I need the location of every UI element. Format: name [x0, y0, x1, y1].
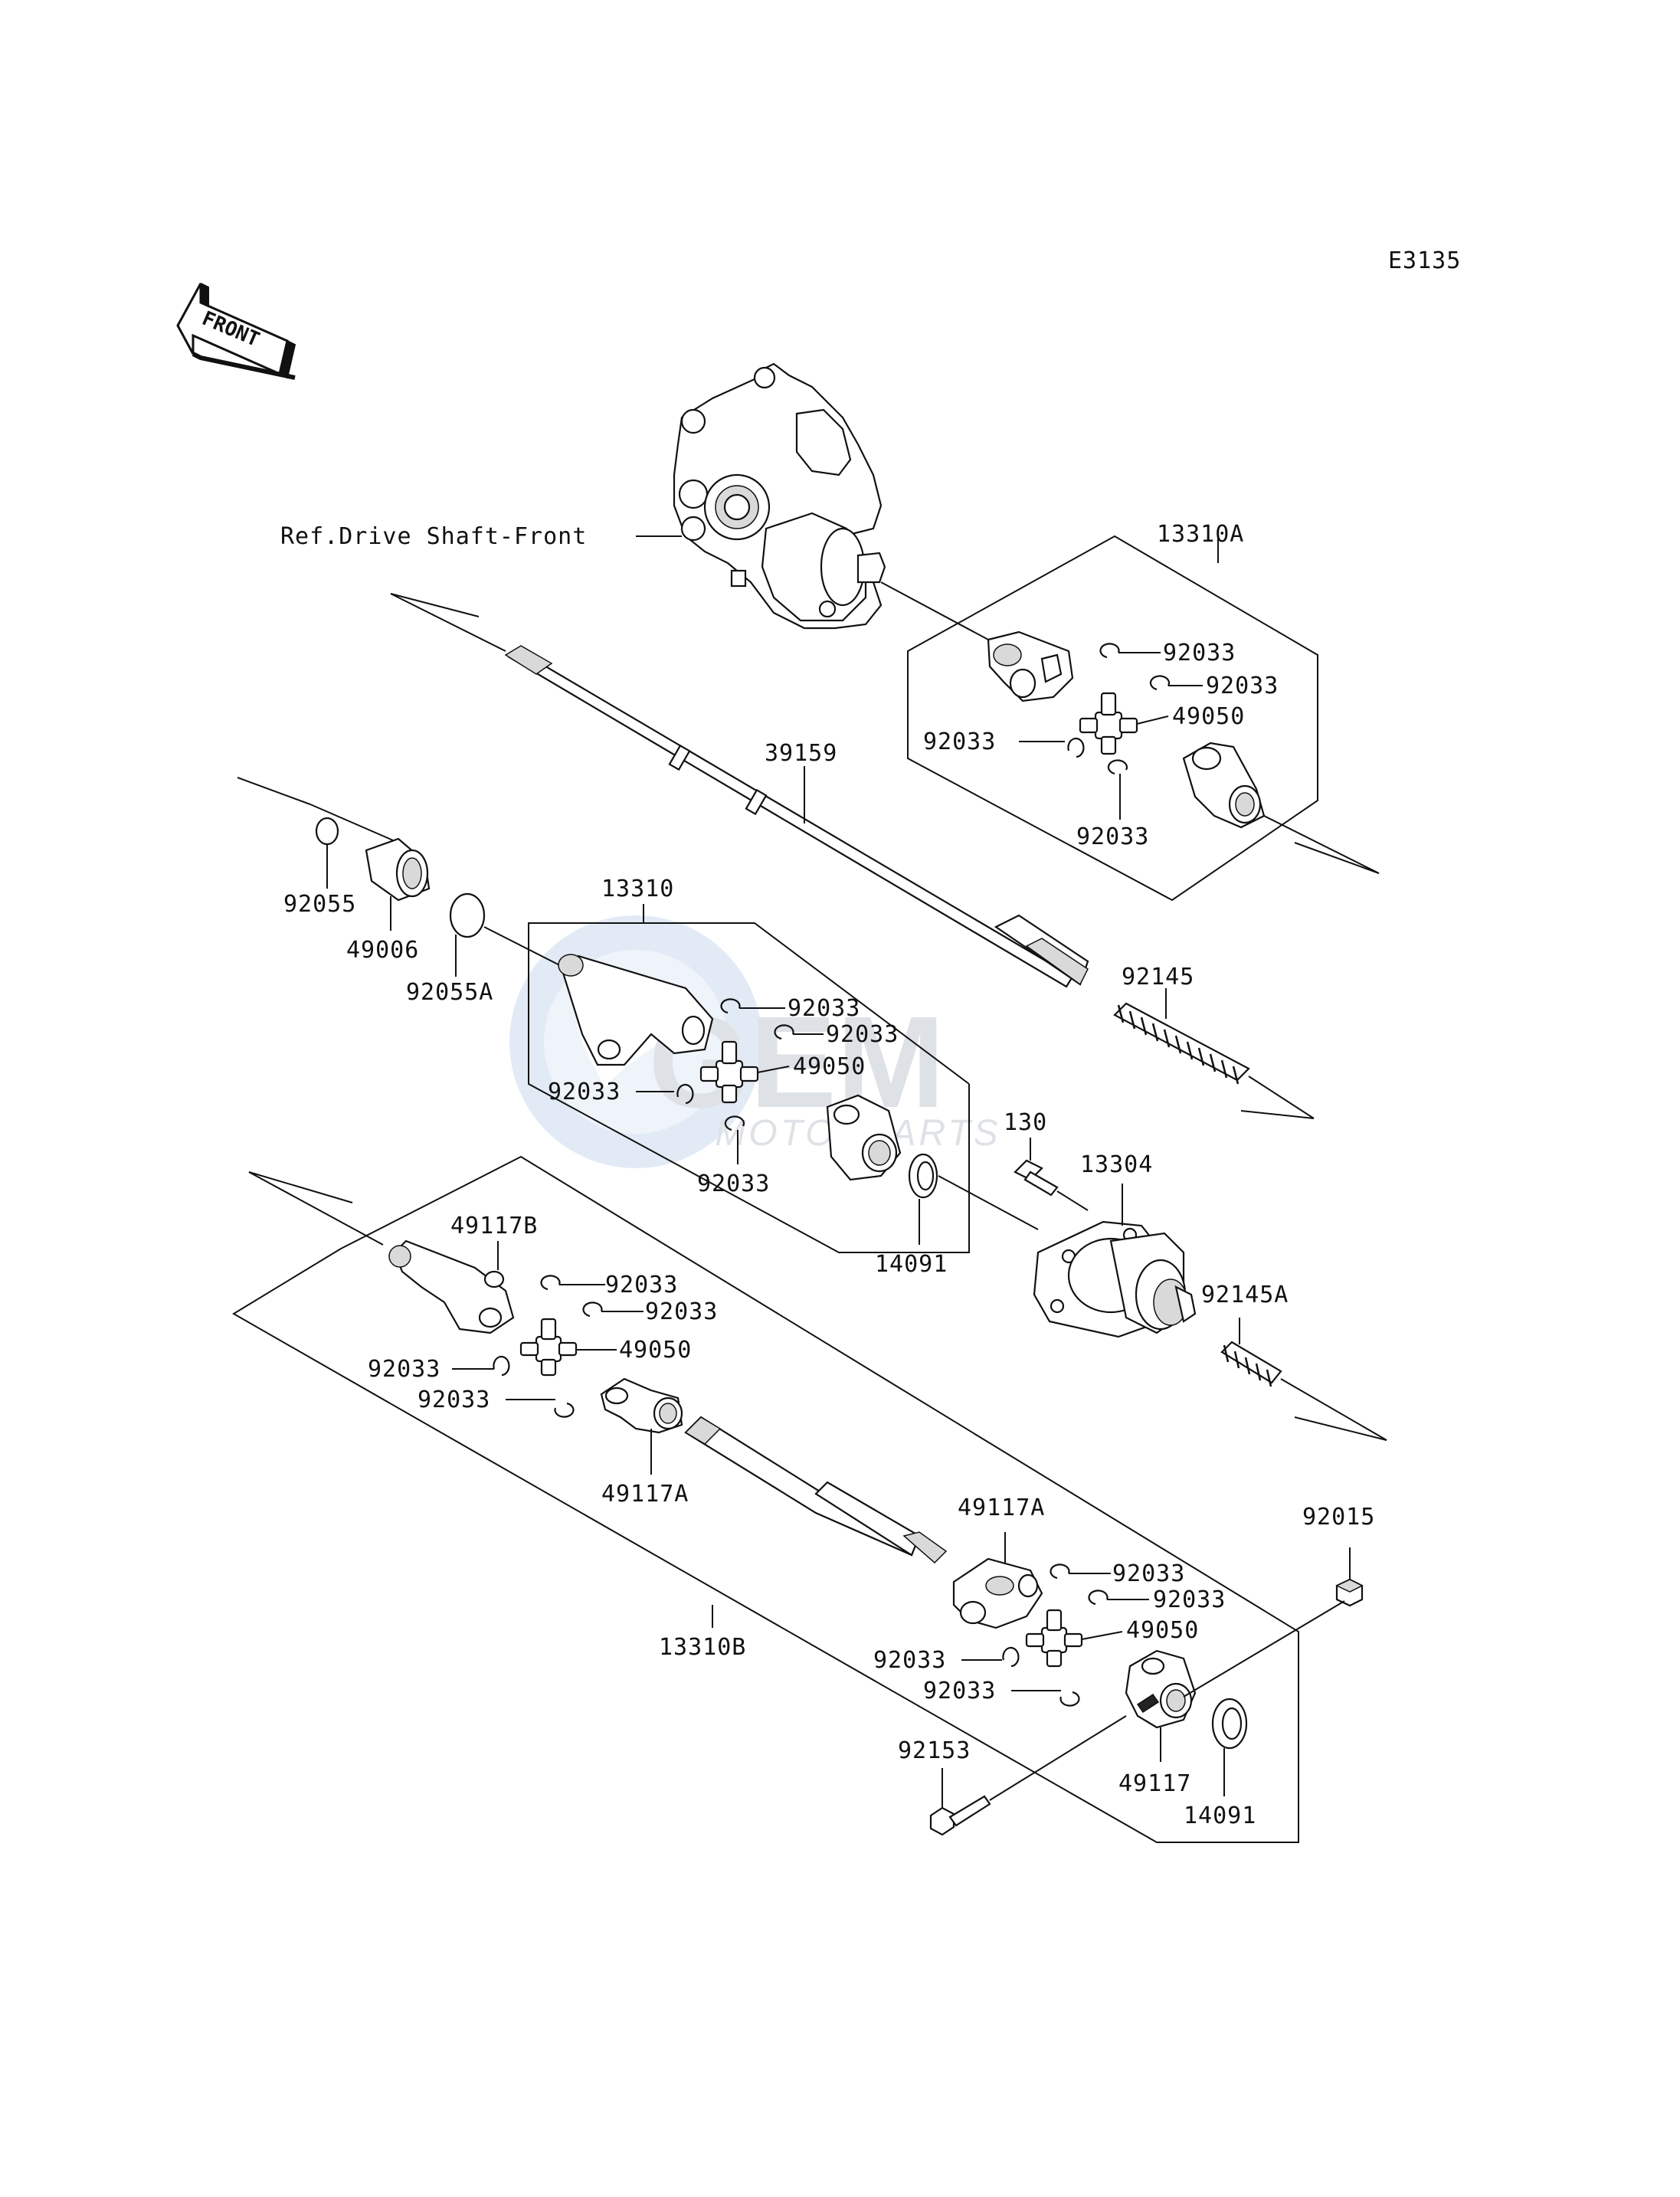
diagram-code: E3135 — [1388, 247, 1461, 274]
bearing-housing-13304 — [1033, 1220, 1197, 1338]
washer-14091-bottom — [1211, 1698, 1248, 1750]
circlip-icon — [720, 998, 741, 1014]
part-label-49117A: 49117A — [601, 1481, 689, 1508]
group-13310: 13310 — [528, 876, 970, 1253]
circlip-icon — [1050, 1563, 1070, 1580]
part-label-92033: 92033 — [548, 1079, 621, 1105]
part-label-49050: 49050 — [1172, 703, 1245, 730]
bolt-92153 — [929, 1795, 991, 1836]
circlip-icon — [554, 1402, 575, 1418]
part-label-92033: 92033 — [788, 995, 860, 1022]
o-ring-92055A — [449, 892, 486, 938]
yoke-13310-lower — [826, 1094, 902, 1181]
part-label-92033: 92033 — [1112, 1560, 1185, 1587]
universal-cross-13310B-left — [519, 1318, 578, 1377]
left-small-parts: 92055 49006 92055A — [237, 777, 583, 1006]
part-label-92153: 92153 — [898, 1737, 971, 1764]
yoke-13310-tube — [558, 954, 714, 1066]
part-label-92033: 92033 — [923, 729, 996, 755]
circlip-icon — [676, 1083, 694, 1105]
part-label-13304: 13304 — [1080, 1151, 1153, 1178]
ref-drive-shaft-front-label: Ref.Drive Shaft-Front — [280, 523, 587, 550]
circlip-icon — [1059, 1691, 1080, 1707]
group-label-13310A: 13310A — [1157, 521, 1244, 548]
part-label-130: 130 — [1004, 1109, 1047, 1136]
part-label-49050: 49050 — [793, 1053, 866, 1080]
universal-cross-13310A — [1079, 692, 1138, 755]
part-label-92055A: 92055A — [406, 979, 493, 1006]
part-label-49117B: 49117B — [450, 1213, 538, 1239]
yoke-13310A-lower — [1182, 742, 1266, 829]
part-label-49050: 49050 — [1126, 1617, 1199, 1644]
part-label-92033: 92033 — [826, 1021, 899, 1048]
part-label-92033: 92033 — [368, 1356, 440, 1383]
part-label-92033: 92033 — [873, 1647, 946, 1674]
part-label-92055: 92055 — [283, 891, 356, 918]
part-label-92145: 92145 — [1122, 964, 1194, 990]
part-label-14091: 14091 — [875, 1251, 948, 1278]
spring-92145A — [1220, 1341, 1282, 1387]
part-label-49050: 49050 — [619, 1337, 692, 1364]
circlip-icon — [540, 1275, 561, 1291]
group-13310B: 13310B 49117B 49117A — [232, 1155, 1299, 1843]
circlip-icon — [1107, 759, 1128, 775]
circlip-icon — [1002, 1646, 1020, 1668]
part-label-92015: 92015 — [1302, 1504, 1375, 1531]
group-label-13310B: 13310B — [659, 1634, 746, 1661]
circlip-icon — [493, 1355, 510, 1377]
front-arrow-icon: FRONT — [176, 283, 296, 380]
drive-shaft-39159: 39159 — [390, 593, 1089, 988]
circlip-icon — [582, 1302, 603, 1318]
part-label-92033: 92033 — [1153, 1586, 1226, 1613]
part-label-92033: 92033 — [1206, 673, 1279, 699]
spring-92145 — [1113, 1002, 1250, 1085]
universal-cross-13310B-right — [1025, 1609, 1083, 1668]
part-label-92033: 92033 — [923, 1678, 996, 1704]
part-label-92033: 92033 — [1163, 640, 1236, 666]
part-label-92033: 92033 — [605, 1272, 678, 1298]
nut-92015 — [1335, 1578, 1364, 1607]
part-label-49006: 49006 — [346, 937, 419, 964]
bushing-49006 — [365, 837, 431, 902]
part-label-49117A: 49117A — [958, 1495, 1045, 1521]
yoke-13310A-upper — [987, 630, 1074, 702]
yoke-49117A-left — [600, 1377, 683, 1434]
washer-14091-mid — [908, 1153, 938, 1199]
final-drive-housing — [673, 362, 886, 630]
circlip-icon — [724, 1115, 745, 1131]
watermark: GEM MOTORPARTS — [509, 915, 998, 1168]
part-label-92033: 92033 — [697, 1171, 770, 1197]
part-label-92033: 92033 — [1076, 823, 1149, 850]
shaft-13310B — [684, 1416, 948, 1564]
group-13310A: 13310A — [907, 521, 1380, 902]
part-label-92033: 92033 — [645, 1298, 718, 1325]
circlip-icon — [1088, 1590, 1109, 1606]
part-label-49117: 49117 — [1118, 1770, 1191, 1797]
circlip-icon — [774, 1024, 794, 1040]
part-label-92033: 92033 — [418, 1387, 490, 1413]
part-label-39159: 39159 — [765, 740, 837, 767]
yoke-49117A-right — [952, 1557, 1043, 1629]
circlip-icon — [1149, 675, 1171, 691]
o-ring-92055 — [315, 817, 339, 846]
yoke-49117B — [388, 1239, 515, 1334]
circlip-icon — [1099, 643, 1120, 659]
part-label-92145A: 92145A — [1201, 1282, 1289, 1308]
universal-cross-13310 — [699, 1040, 759, 1104]
part-label-14091: 14091 — [1184, 1802, 1256, 1829]
yoke-49117 — [1125, 1649, 1197, 1729]
circlip-icon — [1067, 737, 1085, 758]
bolt-130 — [1014, 1159, 1059, 1197]
group-label-13310: 13310 — [601, 876, 674, 902]
